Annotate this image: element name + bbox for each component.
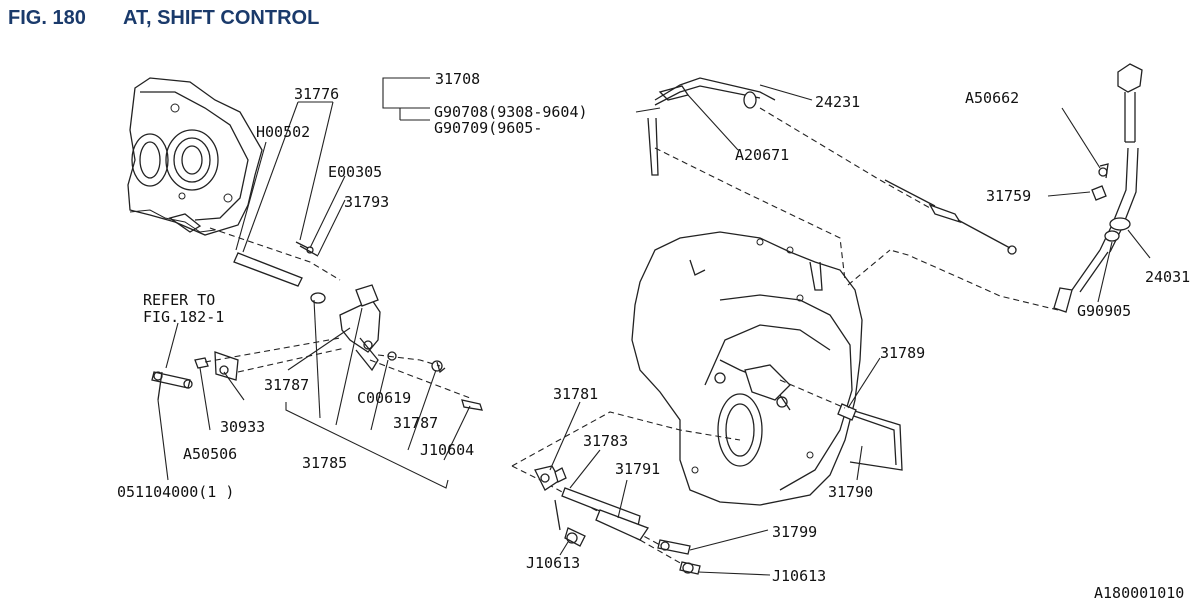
callout-labels: 31776 H00502 E00305 31793 31708 G90708(9… (117, 70, 1190, 602)
figure-title: FIG. 180 AT, SHIFT CONTROL (8, 5, 319, 31)
callout-31781[interactable]: 31781 (553, 385, 598, 403)
transmission-case-left (127, 77, 263, 236)
callout-31789[interactable]: 31789 (880, 344, 925, 362)
callout-31783[interactable]: 31783 (583, 432, 628, 450)
callout-A50506[interactable]: A50506 (183, 445, 237, 463)
callout-J10604[interactable]: J10604 (420, 441, 474, 459)
drawing-id: A180001010 (1094, 584, 1184, 602)
callout-leaders (157, 77, 1151, 576)
transmission-case-right (631, 231, 863, 506)
callout-J10613-b[interactable]: J10613 (772, 567, 826, 585)
callout-31759[interactable]: 31759 (986, 187, 1031, 205)
refer-to-line2[interactable]: FIG.182-1 (143, 308, 224, 326)
callout-G90709[interactable]: G90709(9605- (434, 119, 542, 137)
callout-31785[interactable]: 31785 (302, 454, 347, 472)
callout-E00305[interactable]: E00305 (328, 163, 382, 181)
callout-30933[interactable]: 30933 (220, 418, 265, 436)
lower-linkage (511, 379, 903, 575)
figure-name: AT, SHIFT CONTROL (123, 7, 320, 29)
callout-A50662[interactable]: A50662 (965, 89, 1019, 107)
callout-31791[interactable]: 31791 (615, 460, 660, 478)
callout-31708[interactable]: 31708 (435, 70, 480, 88)
shift-cable (647, 77, 1017, 286)
callout-051104000[interactable]: 051104000(1 ) (117, 483, 234, 501)
callout-24031[interactable]: 24031 (1145, 268, 1190, 286)
refer-to-line1: REFER TO (143, 291, 215, 309)
callout-H00502[interactable]: H00502 (256, 123, 310, 141)
figure-number: FIG. 180 (8, 7, 86, 29)
callout-A20671[interactable]: A20671 (735, 146, 789, 164)
shift-rod-assembly (151, 227, 483, 411)
callout-31793[interactable]: 31793 (344, 193, 389, 211)
callout-31799[interactable]: 31799 (772, 523, 817, 541)
callout-31790[interactable]: 31790 (828, 483, 873, 501)
callout-G90905[interactable]: G90905 (1077, 302, 1131, 320)
callout-31787-b[interactable]: 31787 (393, 414, 438, 432)
callout-31787-a[interactable]: 31787 (264, 376, 309, 394)
callout-J10613-a[interactable]: J10613 (526, 554, 580, 572)
callout-G90708[interactable]: G90708(9308-9604) (434, 103, 588, 121)
callout-C00619[interactable]: C00619 (357, 389, 411, 407)
selector-cable (889, 63, 1143, 313)
callout-31776[interactable]: 31776 (294, 85, 339, 103)
callout-24231[interactable]: 24231 (815, 93, 860, 111)
